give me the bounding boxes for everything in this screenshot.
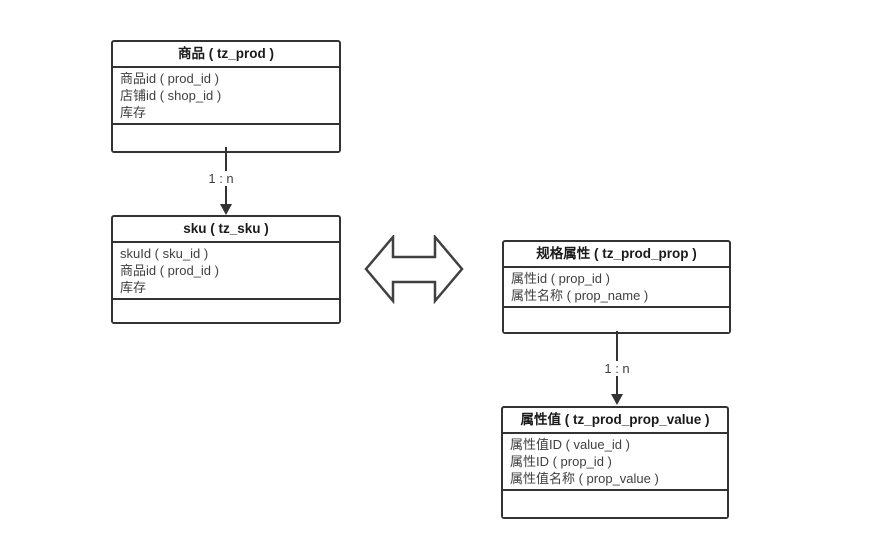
table-empty-compartment	[113, 300, 339, 322]
table-title: 规格属性 ( tz_prod_prop )	[504, 242, 729, 268]
table-field: 商品id ( prod_id )	[120, 71, 219, 86]
table-fields: 商品id ( prod_id ) 店铺id ( shop_id ) 库存	[113, 68, 339, 125]
arrowhead-down-icon	[220, 204, 232, 215]
table-field: 店铺id ( shop_id )	[120, 88, 222, 103]
table-empty-compartment	[503, 491, 727, 517]
table-field: skuId ( sku_id )	[120, 246, 209, 261]
table-title: sku ( tz_sku )	[113, 217, 339, 243]
table-fields: skuId ( sku_id ) 商品id ( prod_id ) 库存	[113, 243, 339, 300]
entity-table-prod-prop: 规格属性 ( tz_prod_prop ) 属性id ( prop_id ) 属…	[502, 240, 731, 334]
table-empty-compartment	[113, 125, 339, 151]
entity-table-prod: 商品 ( tz_prod ) 商品id ( prod_id ) 店铺id ( s…	[111, 40, 341, 153]
table-fields: 属性id ( prop_id ) 属性名称 ( prop_name )	[504, 268, 729, 308]
table-field: 属性id ( prop_id )	[511, 271, 610, 286]
cardinality-label: 1 : n	[205, 171, 237, 186]
table-field: 属性ID ( prop_id )	[510, 454, 612, 469]
entity-table-sku: sku ( tz_sku ) skuId ( sku_id ) 商品id ( p…	[111, 215, 341, 324]
entity-table-prod-prop-value: 属性值 ( tz_prod_prop_value ) 属性值ID ( value…	[501, 406, 729, 519]
table-field: 属性名称 ( prop_name )	[511, 288, 649, 303]
double-arrow-icon	[364, 235, 464, 305]
arrowhead-down-icon	[611, 394, 623, 405]
table-empty-compartment	[504, 308, 729, 332]
table-field: 属性值ID ( value_id )	[510, 437, 630, 452]
table-title: 属性值 ( tz_prod_prop_value )	[503, 408, 727, 434]
cardinality-label: 1 : n	[601, 361, 633, 376]
table-field: 库存	[120, 280, 147, 295]
table-field: 商品id ( prod_id )	[120, 263, 219, 278]
table-title: 商品 ( tz_prod )	[113, 42, 339, 68]
table-field: 库存	[120, 105, 147, 120]
table-fields: 属性值ID ( value_id ) 属性ID ( prop_id ) 属性值名…	[503, 434, 727, 491]
table-field: 属性值名称 ( prop_value )	[510, 471, 659, 486]
